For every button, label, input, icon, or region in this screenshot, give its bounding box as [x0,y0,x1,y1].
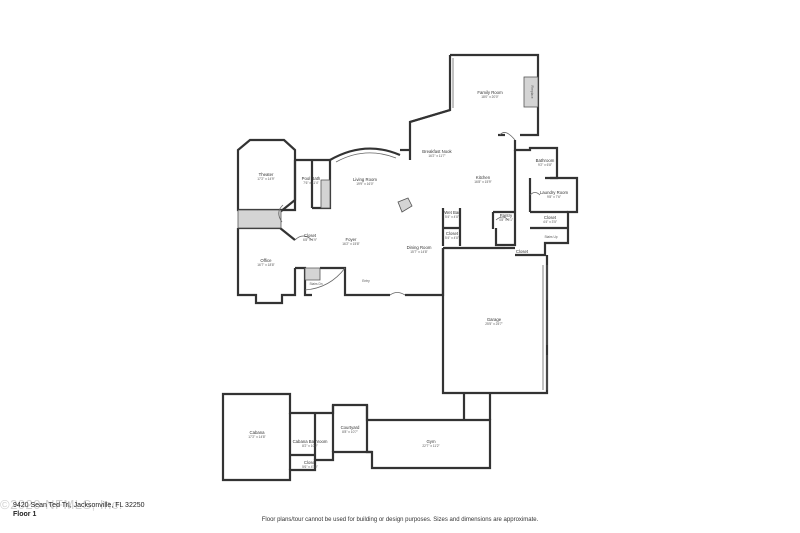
dims-breakfast-nook: 16'2" x 11'7" [428,154,445,158]
dims-cabana-bathroom: 8'2" x 10'2" [302,444,318,448]
dims-gym: 22'7" x 11'2" [422,444,439,448]
label-kitchen: Kitchen [476,175,491,180]
dims-living-room: 19'9" x 16'0" [356,182,373,186]
label-pantry: Pantry [500,213,513,218]
dims-closet-cabana: 5'6" x 4'10" [302,465,318,469]
floor-label: Floor 1 [13,511,37,518]
gray-fills [237,76,539,281]
label-closet-cabana: Closet [304,460,317,465]
footer-info: 9420 Sean Ted Trl, Jacksonville, FL 3225… [13,501,145,519]
dims-wet-bar: 5'4" x 4'8" [445,215,459,219]
label-stairs-up: Stairs Up [544,235,557,239]
label-cabana-bathroom: Cabana Bathroom [293,439,328,444]
dims-garage: 25'5" x 25'7" [485,322,502,326]
dims-courtyard: 8'8" x 10'7" [342,430,358,434]
label-closet-laundry: Closet [544,215,557,220]
label-entry: Entry [362,279,370,283]
dims-cabana: 17'2" x 14'8" [248,435,265,439]
door-swings [278,132,541,296]
label-courtyard: Courtyard [341,425,360,430]
disclaimer: Floor plans/tour cannot be used for buil… [261,517,539,523]
label-theater: Theater [259,172,274,177]
bay-window [335,152,397,163]
dims-laundry-room: 9'8" x 7'6" [547,195,561,199]
room-labels: Family Room 18'0" x 20'0" Fireplace Brea… [248,85,568,469]
label-garage: Garage [487,317,502,322]
label-living-room: Living Room [353,177,377,182]
dims-closet-laundry: 4'4" x 3'5" [543,220,557,224]
dims-theater: 17'2" x 14'9" [257,177,274,181]
label-closet-garage: Closet [516,249,529,254]
label-gym: Gym [426,439,435,444]
label-dining-room: Dining Room [407,245,432,250]
label-wet-bar: Wet Bar [444,210,460,215]
label-pool-bath: Pool Bath [302,176,321,181]
watermark: ©2020 NFMLS, Inc. [0,497,123,512]
cabana-walls [221,392,492,482]
label-foyer: Foyer [346,237,358,242]
label-fireplace: Fireplace [530,85,534,98]
address: 9420 Sean Ted Trl, Jacksonville, FL 3225… [13,502,145,509]
label-cabana: Cabana [249,430,265,435]
label-office: Office [260,258,272,263]
label-stairs-dn: Stairs Dn [309,282,322,286]
dims-closet-wetbar: 5'4" x 4'8" [445,236,459,240]
dims-office: 16'7" x 18'8" [257,263,274,267]
dims-kitchen: 16'8" x 15'9" [474,180,491,184]
dims-closet-foyer: 6'8" x 4'9" [303,238,317,242]
label-family-room: Family Room [477,90,503,95]
label-breakfast-nook: Breakfast Nook [422,149,452,154]
label-closet-foyer: Closet [304,233,317,238]
dims-family-room: 18'0" x 20'0" [481,95,498,99]
dims-pantry: 4'8" x 5'1" [499,218,513,222]
dims-pool-bath: 7'6" x 11'4" [303,181,318,185]
label-laundry-room: Laundry Room [540,190,569,195]
dims-dining-room: 15'7" x 14'8" [410,250,427,254]
label-closet-wetbar: Closet [446,231,459,236]
label-bathroom: Bathroom [536,158,555,163]
dims-bathroom: 9'2" x 6'8" [538,163,552,167]
dims-foyer: 16'2" x 15'8" [342,242,359,246]
